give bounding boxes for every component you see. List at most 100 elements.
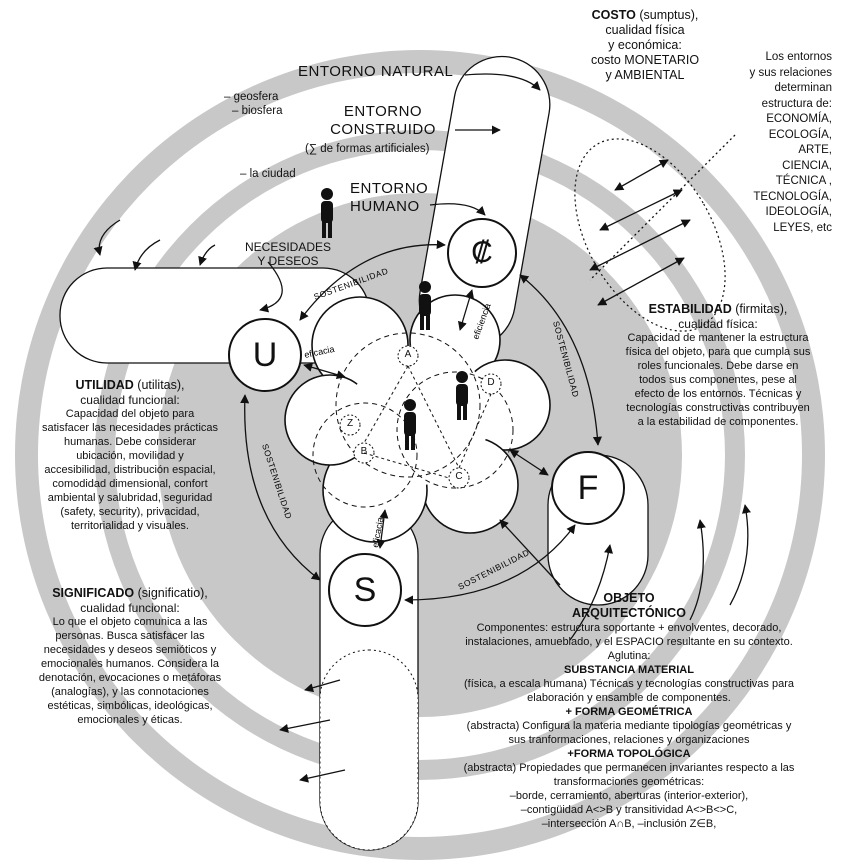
estabilidad-line: Capacidad de mantener la estructura bbox=[627, 332, 809, 344]
utilidad-line: satisfacer las necesidades prácticas bbox=[41, 422, 219, 434]
objeto-block: OBJETO ARQUITECTÓNICO Componentes: estru… bbox=[420, 591, 838, 831]
letter-f: F bbox=[577, 469, 599, 507]
geosfera-label: – geosfera bbox=[224, 91, 279, 103]
forma-geo-line: (abstracta) Configura la materia mediant… bbox=[466, 720, 792, 732]
utilidad-line: comodidad dimensional, confort bbox=[52, 478, 208, 490]
arrow-natural bbox=[464, 73, 541, 91]
figure-right bbox=[456, 371, 468, 420]
estabilidad-block: ESTABILIDAD (firmitas), cualidad física:… bbox=[598, 302, 838, 429]
utilidad-line: Capacidad del objeto para bbox=[65, 408, 195, 420]
forma-topo-line: (abstracta) Propiedades que permanecen i… bbox=[463, 762, 795, 774]
estabilidad-title: ESTABILIDAD bbox=[648, 302, 732, 316]
forma-topo-line: transformaciones geométricas: bbox=[553, 776, 705, 788]
note-intro: Los entornos bbox=[765, 51, 833, 63]
arrow-f bbox=[509, 449, 549, 476]
sustancia-line: elaboración y ensamble de componentes. bbox=[527, 692, 731, 704]
arrow-sost-bottom bbox=[404, 524, 576, 605]
capsule-bottom-dotted bbox=[319, 649, 419, 851]
entorno-humano-label: ENTORNO HUMANO bbox=[350, 180, 428, 216]
estabilidad-line: tecnologías constructivas contribuyen bbox=[626, 402, 810, 414]
note-intro: y sus relaciones bbox=[749, 66, 832, 79]
significado-line: emocionales humanos. Considera la bbox=[41, 658, 219, 670]
sustancia-title: SUBSTANCIA MATERIAL bbox=[564, 664, 694, 676]
forma-geo-line: sus tranformaciones, relaciones y organi… bbox=[508, 734, 750, 746]
estabilidad-line: todos sus componentes, pese al bbox=[639, 374, 797, 386]
utilidad-line: (safety, security), privacidad, bbox=[60, 506, 200, 518]
forma-topo-title: +FORMA TOPOLÓGICA bbox=[567, 748, 691, 760]
arrow-sost-top bbox=[299, 239, 446, 321]
objeto-title-line: OBJETO bbox=[603, 591, 655, 605]
significado-latin: (significatio), bbox=[137, 586, 208, 600]
significado-line: denotación, evocaciones o metáforas bbox=[38, 672, 222, 684]
node-c: C bbox=[455, 471, 463, 482]
arrow-objeto bbox=[499, 519, 561, 586]
note-item: TÉCNICA , bbox=[775, 175, 832, 187]
costo-line: y económica: bbox=[608, 38, 682, 52]
formas-artificiales-label: (∑ de formas artificiales) bbox=[305, 143, 430, 155]
node-z: Z bbox=[346, 418, 354, 429]
significado-line: estéticas, simbólicas, ideológicas, bbox=[47, 700, 213, 712]
objeto-components: Componentes: estructura soportante + env… bbox=[476, 622, 782, 634]
letter-s: S bbox=[353, 571, 377, 609]
arrows bbox=[93, 73, 751, 783]
entorno-humano-line: HUMANO bbox=[350, 198, 420, 215]
necesidades-line: Y DESEOS bbox=[257, 254, 319, 268]
necesidades-line: NECESIDADES bbox=[244, 240, 332, 254]
utilidad-line: ambiental y salubridad, seguridad bbox=[47, 492, 213, 504]
arrow-sost-left bbox=[240, 394, 321, 581]
forma-geo-title: + FORMA GEOMÉTRICA bbox=[565, 706, 693, 718]
estabilidad-line: a la estabilidad de componentes. bbox=[637, 416, 799, 428]
necesidades-label: NECESIDADES Y DESEOS bbox=[228, 240, 348, 268]
node-b: B bbox=[360, 446, 368, 457]
costo-line: y AMBIENTAL bbox=[605, 68, 685, 82]
biosfera-label: – biosfera bbox=[232, 105, 283, 117]
utilidad-block: UTILIDAD (utilitas), cualidad funcional:… bbox=[20, 378, 240, 533]
significado-block: SIGNIFICADO (significatio), cualidad fun… bbox=[5, 586, 255, 727]
stability-circle bbox=[551, 451, 625, 525]
utilidad-line: humanas. Debe considerar bbox=[63, 436, 197, 448]
meaning-circle bbox=[328, 553, 402, 627]
costo-block: COSTO (sumptus), cualidad física y econó… bbox=[575, 8, 715, 83]
significado-line: necesidades y deseos semióticos y bbox=[43, 644, 217, 656]
arrow-humano bbox=[429, 203, 486, 216]
significado-line: (analogías), y las connotaciones bbox=[51, 686, 209, 698]
letter-u: U bbox=[252, 336, 278, 374]
node-d: D bbox=[487, 377, 495, 388]
figure-entorno-humano bbox=[321, 188, 333, 238]
cost-circle bbox=[447, 218, 517, 288]
note-item: LEYES, etc bbox=[773, 221, 832, 234]
arrow-necesidades bbox=[259, 261, 283, 313]
note-intro: determinan bbox=[774, 82, 832, 94]
note-item: ARTE, bbox=[798, 144, 832, 156]
note-item: ECONOMÍA, bbox=[766, 113, 832, 125]
utilidad-title: UTILIDAD bbox=[75, 378, 134, 392]
estabilidad-line: roles funcionales. Debe darse en bbox=[637, 360, 799, 372]
entorno-construido-label: ENTORNO CONSTRUIDO bbox=[323, 103, 443, 139]
costo-line: costo MONETARIO bbox=[590, 53, 700, 67]
arrow-sost-right bbox=[519, 274, 602, 446]
node-a: A bbox=[404, 349, 412, 360]
costo-title: COSTO bbox=[591, 8, 636, 22]
significado-line: Lo que el objeto comunica a las bbox=[52, 616, 208, 628]
utilidad-line: accesibilidad, distribución espacial, bbox=[44, 464, 216, 476]
costo-line: cualidad física bbox=[605, 23, 685, 37]
entorno-construido-line: CONSTRUIDO bbox=[330, 121, 436, 138]
objeto-aglutina: Aglutina: bbox=[607, 650, 651, 662]
objeto-components: instalaciones, amueblado, y el ESPACIO r… bbox=[465, 636, 793, 648]
estabilidad-latin: (firmitas), bbox=[735, 302, 788, 316]
letter-cost: ₡ bbox=[471, 236, 493, 269]
note-item: ECOLOGÍA, bbox=[768, 128, 832, 141]
utility-circle bbox=[228, 318, 302, 392]
forma-topo-line: –intersección A∩B, –inclusión Z∈B, bbox=[541, 818, 717, 830]
utilidad-sub: cualidad funcional: bbox=[80, 393, 180, 407]
utilidad-line: territorialidad y visuales. bbox=[71, 520, 189, 532]
significado-line: emocionales y éticas. bbox=[77, 714, 183, 726]
sustancia-line: (física, a escala humana) Técnicas y tec… bbox=[464, 678, 794, 690]
forma-topo-line: –borde, cerramiento, aberturas (interior… bbox=[509, 790, 749, 802]
note-item: TECNOLOGÍA, bbox=[753, 190, 832, 203]
ciudad-label: – la ciudad bbox=[240, 168, 296, 180]
utilidad-line: ubicación, movilidad y bbox=[76, 450, 184, 462]
estabilidad-line: efecto de los entornos. Técnicas y bbox=[634, 388, 802, 400]
note-item: CIENCIA, bbox=[782, 159, 832, 172]
